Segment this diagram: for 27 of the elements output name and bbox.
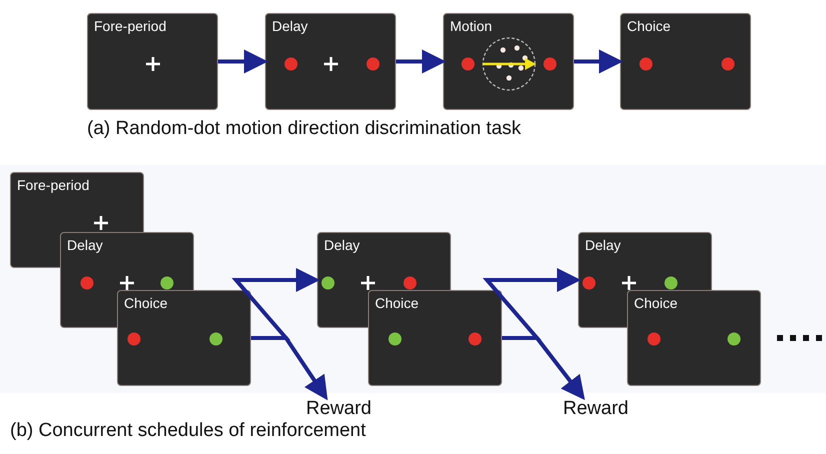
screen-title: Delay: [585, 237, 621, 253]
panel-caption: (b) Concurrent schedules of reinforcement: [10, 420, 366, 442]
arrow: [482, 268, 581, 340]
screen-title: Fore-period: [17, 177, 90, 193]
stimulus-screen: [627, 290, 761, 386]
screen-title: Choice: [634, 295, 678, 311]
stimulus-screen: [87, 13, 218, 110]
stimulus-screen: [368, 290, 502, 386]
arrow: [574, 50, 623, 74]
screen-title: Delay: [67, 237, 103, 253]
screen-title: Fore-period: [94, 18, 166, 34]
screen-title: Choice: [627, 18, 671, 34]
arrow: [232, 268, 320, 340]
screen-title: Delay: [272, 18, 308, 34]
stimulus-screen: [117, 290, 251, 386]
outcome-label: Reward: [563, 398, 628, 420]
screen-title: Motion: [450, 18, 492, 34]
screen-title: Choice: [124, 295, 168, 311]
outcome-label: Reward: [306, 398, 372, 420]
stimulus-screen: [265, 13, 396, 110]
panel-caption: (a) Random-dot motion direction discrimination task: [87, 118, 522, 140]
arrow: [218, 50, 268, 74]
screen-title: Delay: [324, 237, 360, 253]
arrow: [396, 50, 446, 74]
stimulus-screen: [443, 13, 574, 110]
screen-title: Choice: [375, 295, 419, 311]
stimulus-screen: [620, 13, 751, 110]
